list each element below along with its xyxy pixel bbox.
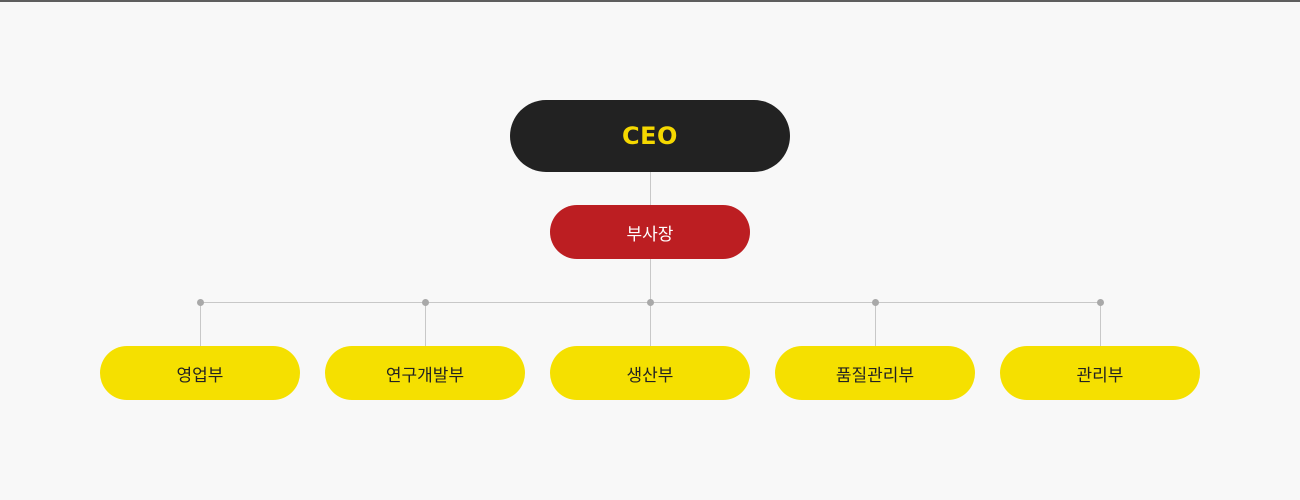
connector-dept-2 xyxy=(425,302,426,346)
connector-dept-4 xyxy=(875,302,876,346)
junction-dot-5 xyxy=(1097,299,1104,306)
top-border xyxy=(0,0,1300,2)
department-label: 연구개발부 xyxy=(385,365,465,386)
ceo-label: CEO xyxy=(622,122,678,150)
department-node-rnd: 연구개발부 xyxy=(325,346,525,400)
connector-dept-3 xyxy=(650,302,651,346)
department-label: 영업부 xyxy=(176,365,224,386)
vice-president-label: 부사장 xyxy=(626,224,674,245)
vice-president-node: 부사장 xyxy=(550,205,750,259)
department-node-sales: 영업부 xyxy=(100,346,300,400)
department-label: 생산부 xyxy=(626,365,674,386)
department-node-management: 관리부 xyxy=(1000,346,1200,400)
department-label: 관리부 xyxy=(1076,365,1124,386)
ceo-node: CEO xyxy=(510,100,790,172)
junction-dot-3 xyxy=(647,299,654,306)
junction-dot-4 xyxy=(872,299,879,306)
junction-dot-1 xyxy=(197,299,204,306)
connector-dept-1 xyxy=(200,302,201,346)
connector-vp-bus xyxy=(650,259,651,302)
department-node-quality: 품질관리부 xyxy=(775,346,975,400)
junction-dot-2 xyxy=(422,299,429,306)
department-node-production: 생산부 xyxy=(550,346,750,400)
connector-ceo-vp xyxy=(650,172,651,205)
department-label: 품질관리부 xyxy=(835,365,915,386)
connector-dept-5 xyxy=(1100,302,1101,346)
